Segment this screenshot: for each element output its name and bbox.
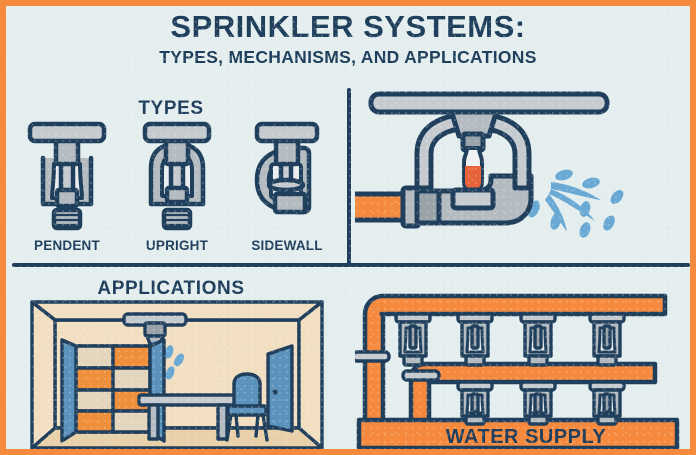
water-supply-main (356, 417, 680, 449)
water-supply-piping-icon: WATER SUPPLY (355, 268, 690, 449)
upright-sprinkler-icon (131, 118, 223, 236)
applications-panel (12, 298, 342, 449)
sidewall-sprinkler-icon (241, 118, 333, 236)
type-item-sidewall[interactable]: SIDEWALL (235, 118, 339, 253)
water-spray (528, 169, 624, 238)
type-label-sidewall: SIDEWALL (251, 238, 323, 253)
supply-sprinkler-4 (588, 312, 626, 367)
pipe-coupling-1 (355, 350, 391, 363)
sprinkler-types-row: PENDENT (12, 118, 342, 260)
type-item-upright[interactable]: UPRIGHT (125, 118, 229, 253)
page-subtitle: TYPES, MECHANISMS, AND APPLICATIONS (159, 47, 537, 68)
piping-network (355, 293, 680, 449)
supply-sprinkler-6 (519, 380, 557, 426)
door (266, 344, 294, 433)
room-with-ceiling-sprinkler-icon (12, 298, 342, 449)
supply-sprinkler-7 (588, 380, 626, 426)
chair (225, 372, 269, 442)
supply-sprinkler-2 (456, 312, 494, 367)
pipe-coupling-2 (401, 369, 441, 382)
types-section-label: TYPES (138, 98, 204, 119)
pendent-sprinkler-icon (21, 118, 113, 236)
bookshelf (60, 338, 166, 443)
horizontal-divider (12, 263, 690, 267)
vertical-divider (347, 88, 351, 267)
header: SPRINKLER SYSTEMS: TYPES, MECHANISMS, AN… (6, 10, 690, 68)
sprinkler-head-spraying-icon (355, 90, 690, 262)
page-title: SPRINKLER SYSTEMS: (170, 9, 526, 44)
type-label-upright: UPRIGHT (145, 238, 209, 253)
supply-sprinkler-5 (456, 380, 494, 426)
upper-branch-line (362, 293, 668, 449)
applications-section-label: APPLICATIONS (97, 278, 245, 299)
type-item-pendent[interactable]: PENDENT (15, 118, 119, 253)
water-supply-panel: WATER SUPPLY (355, 268, 690, 449)
type-label-pendent: PENDENT (34, 238, 100, 253)
mechanism-panel (355, 90, 690, 262)
ceiling-sprinkler (122, 312, 188, 346)
water-supply-label: WATER SUPPLY (446, 426, 607, 448)
types-panel: PENDENT (12, 118, 342, 260)
supply-sprinkler-1 (394, 312, 432, 367)
supply-sprinkler-3 (519, 312, 557, 367)
